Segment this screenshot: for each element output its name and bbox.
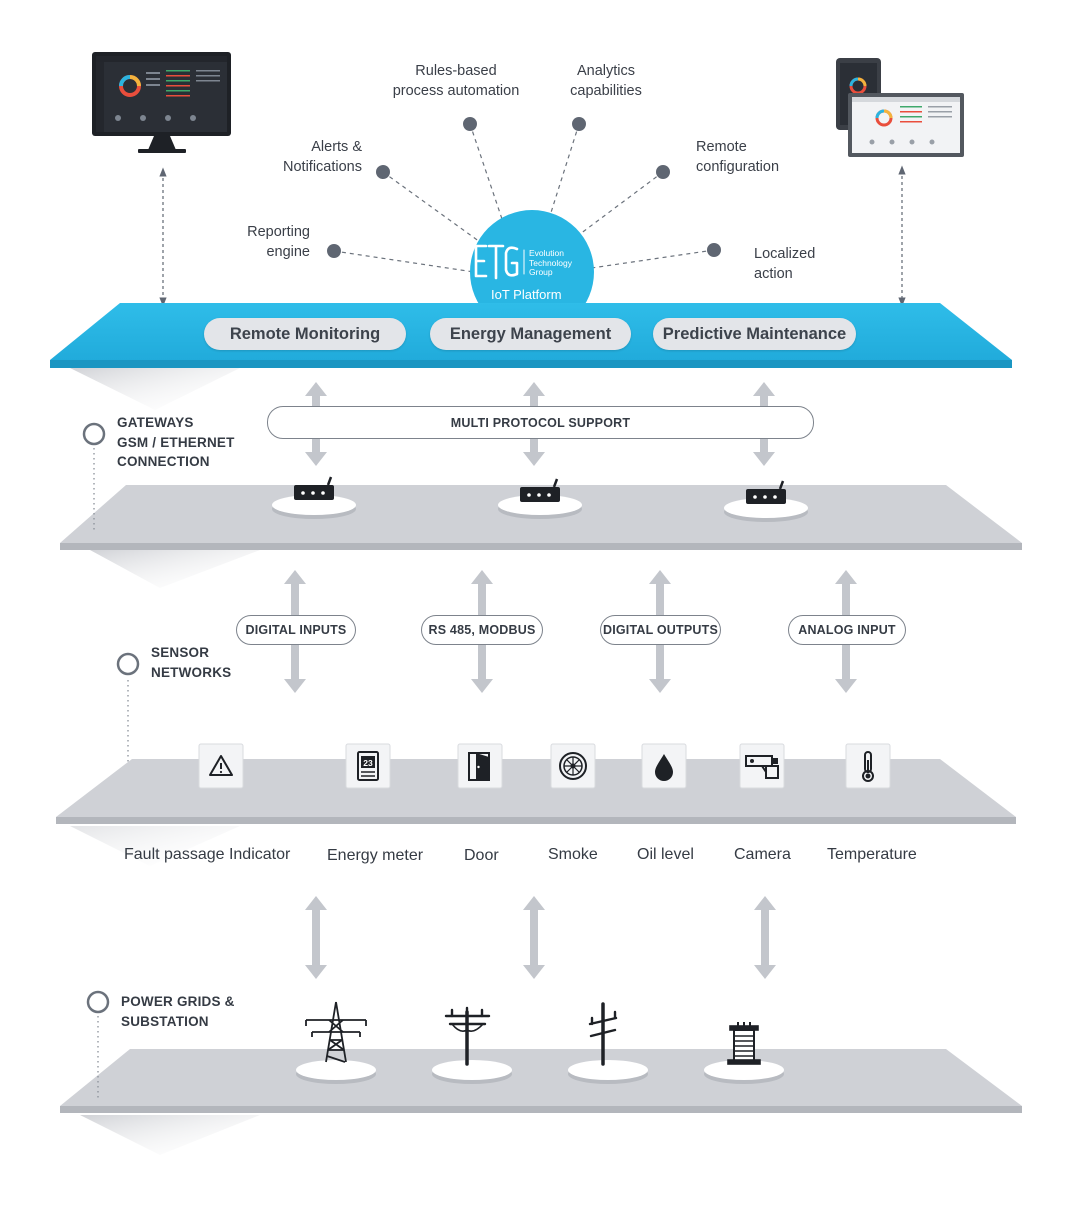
platform-layer xyxy=(50,210,1012,410)
service-predictive-maintenance: Predictive Maintenance xyxy=(653,318,856,350)
meter-display: 23 xyxy=(363,758,373,768)
grid-layer xyxy=(60,1049,1022,1155)
reporting-node-icon xyxy=(327,244,341,258)
sensor-grid-arrow-1 xyxy=(305,896,327,979)
sensor-label-door: Door xyxy=(464,847,499,864)
utility-pole-icon xyxy=(444,1006,491,1066)
router-icon xyxy=(746,480,786,504)
sensor-tile-temperature xyxy=(845,743,891,789)
router-group-1 xyxy=(272,476,356,519)
service-energy-management: Energy Management xyxy=(430,318,631,350)
sensor-label-oil-level: Oil level xyxy=(637,846,694,863)
tablet-laptop-icon xyxy=(836,58,964,157)
router-group-3 xyxy=(724,480,808,522)
feature-rules: Rules-based process automation xyxy=(392,63,520,99)
platform-name: IoT Platform xyxy=(491,287,562,302)
thermometer-icon xyxy=(862,751,874,782)
distribution-pole-icon xyxy=(588,1002,618,1066)
warning-icon xyxy=(209,755,233,776)
sensor-label-camera: Camera xyxy=(734,846,791,863)
interface-digital-inputs: DIGITAL INPUTS xyxy=(236,615,356,645)
sensor-tile-fault-indicator xyxy=(198,743,244,789)
etg-logo xyxy=(474,244,525,280)
feature-alerts: Alerts & Notifications xyxy=(283,139,362,175)
feature-spokes xyxy=(333,123,715,273)
sensor-networks-label: SENSOR NETWORKS xyxy=(151,645,232,680)
sensor-label-smoke: Smoke xyxy=(548,846,598,863)
sensor-label-temperature: Temperature xyxy=(827,846,917,863)
meter-icon: 23 xyxy=(357,751,379,781)
sensor-tile-energy-meter: 23 xyxy=(345,743,391,789)
analytics-node-icon xyxy=(572,117,586,131)
sensor-tile-door xyxy=(457,743,503,789)
router-group-2 xyxy=(498,478,582,519)
feature-analytics: Analytics capabilities xyxy=(570,63,642,99)
multi-protocol-tag: MULTI PROTOCOL SUPPORT xyxy=(267,406,814,439)
router-icon xyxy=(520,478,560,502)
gateways-label: GATEWAYS GSM / ETHERNET CONNECTION xyxy=(117,415,235,469)
rules-node-icon xyxy=(463,117,477,131)
smoke-detector-icon xyxy=(559,752,587,780)
localized-node-icon xyxy=(707,243,721,257)
transmission-tower-icon xyxy=(305,1001,367,1063)
service-remote-monitoring: Remote Monitoring xyxy=(204,318,406,350)
transformer-icon xyxy=(727,1022,761,1065)
power-grids-label: POWER GRIDS & SUBSTATION xyxy=(121,994,235,1029)
sensor-label-energy-meter: Energy meter xyxy=(327,847,424,864)
sensor-grid-arrow-3 xyxy=(754,896,776,979)
sensor-tile-oil-level xyxy=(641,743,687,789)
sensor-tile-camera xyxy=(739,743,785,789)
interface-rs485-modbus: RS 485, MODBUS xyxy=(421,615,543,645)
sensor-label-fault-indicator: Fault passage Indicator xyxy=(124,846,291,863)
feature-localized: Localized action xyxy=(754,246,816,282)
grid-marker-icon xyxy=(86,990,110,1014)
camera-icon xyxy=(745,755,779,779)
interface-digital-outputs: DIGITAL OUTPUTS xyxy=(600,615,721,645)
interface-analog-input: ANALOG INPUT xyxy=(788,615,906,645)
sensor-tile-smoke xyxy=(550,743,596,789)
oil-drop-icon xyxy=(655,754,673,781)
desktop-monitor-icon xyxy=(92,52,231,153)
sensor-marker-icon xyxy=(116,652,140,676)
company-name: Evolution Technology Group xyxy=(529,248,573,277)
feature-reporting: Reporting engine xyxy=(247,224,310,260)
remote-config-node-icon xyxy=(656,165,670,179)
router-icon xyxy=(294,476,334,500)
feature-remote-config: Remote configuration xyxy=(696,139,780,175)
gateways-marker-icon xyxy=(82,422,106,446)
sensor-grid-arrow-2 xyxy=(523,896,545,979)
alerts-node-icon xyxy=(376,165,390,179)
door-icon xyxy=(468,752,490,781)
